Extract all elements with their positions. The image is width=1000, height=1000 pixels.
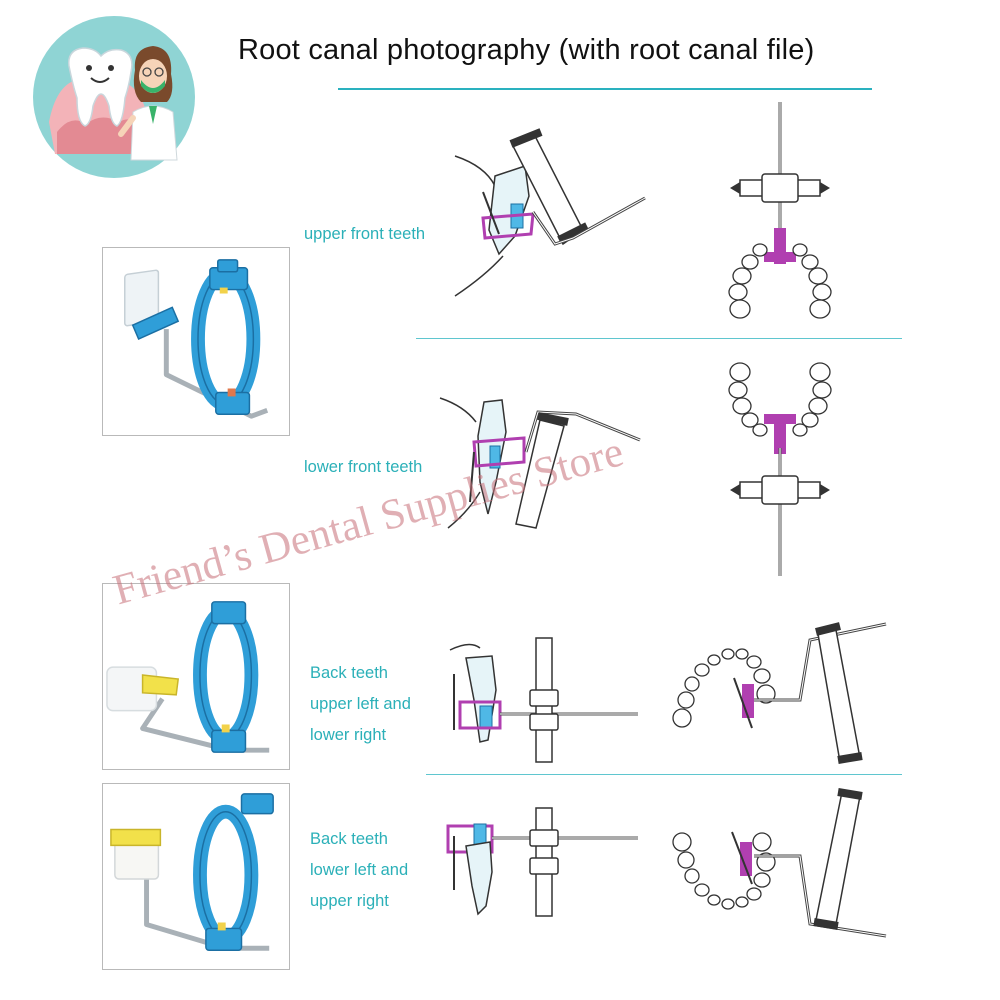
upper-front-side-view-diagram — [454, 126, 650, 306]
row-separator — [416, 338, 902, 339]
blue-back-holder-yellow-block-photo-icon — [102, 783, 290, 970]
tooth-and-dentist-logo-icon — [31, 14, 197, 180]
blue-back-holder-white-block-photo-icon — [102, 583, 290, 770]
back-teeth-lower-left-occlusal-view-diagram — [670, 786, 890, 940]
row-separator — [426, 774, 902, 775]
label-back-teeth-lower-left-upper-right: Back teeth lower left and upper right — [310, 830, 409, 910]
upper-front-occlusal-view-diagram — [720, 102, 840, 324]
lower-front-occlusal-view-diagram — [720, 358, 840, 578]
label-back-teeth-upper-left-lower-right: Back teeth upper left and lower right — [310, 664, 411, 744]
lower-front-side-view-diagram — [439, 392, 650, 532]
label-upper-front-teeth: upper front teeth — [304, 225, 426, 243]
blue-front-holder-photo-icon — [102, 247, 290, 436]
title-underline — [338, 88, 872, 90]
page-title: Root canal photography (with root canal … — [238, 34, 815, 66]
back-teeth-lower-left-side-view-diagram — [440, 806, 640, 918]
back-teeth-upper-left-occlusal-view-diagram — [670, 618, 890, 770]
back-teeth-upper-left-side-view-diagram — [440, 630, 640, 770]
label-lower-front-teeth: lower front teeth — [304, 458, 423, 476]
